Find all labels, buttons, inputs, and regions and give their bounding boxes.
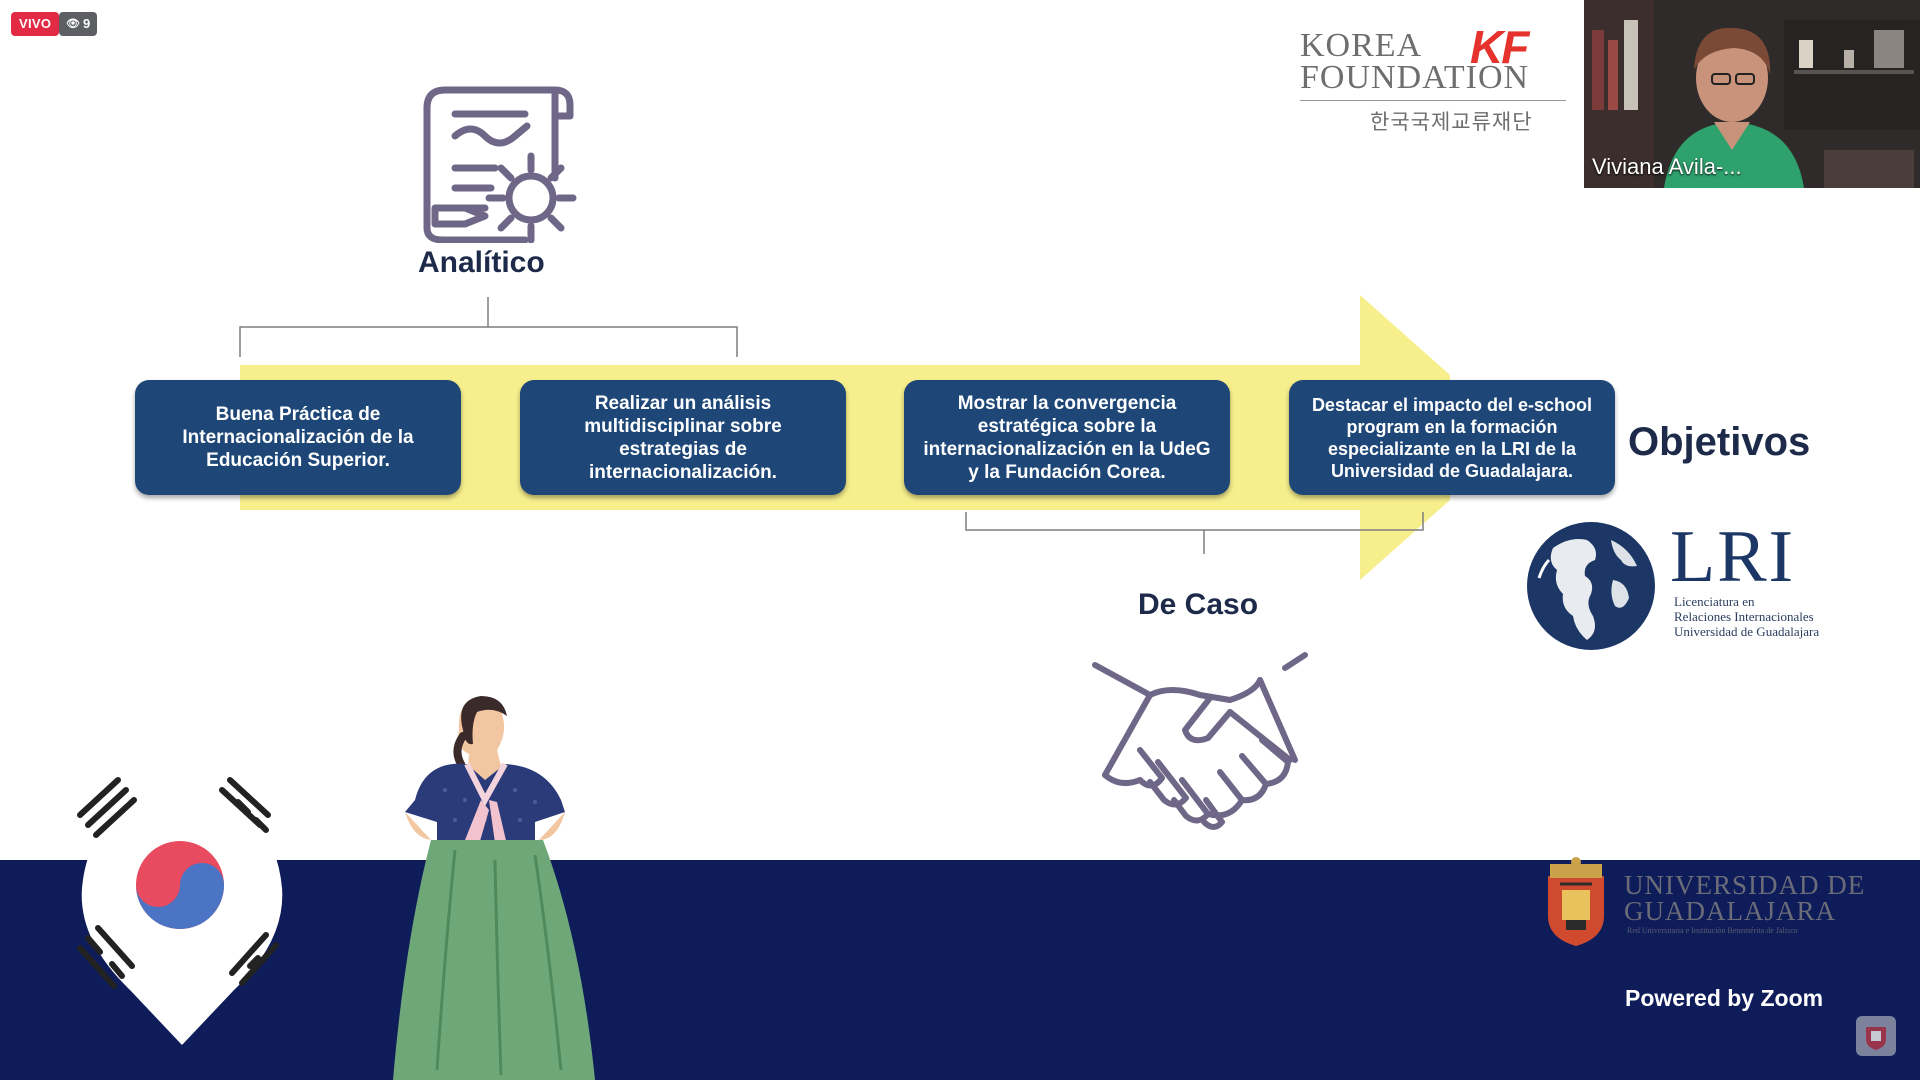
korea-foundation-logo: KOREA FOUNDATION KF 한국국제교류재단 xyxy=(1300,18,1580,138)
de-caso-bracket xyxy=(965,512,1424,554)
analitico-label: Analítico xyxy=(418,246,545,279)
kf-logo-divider xyxy=(1300,100,1566,101)
globe-icon xyxy=(1527,522,1655,650)
eye-icon: 👁 xyxy=(66,18,80,30)
viewer-count: 9 xyxy=(82,16,91,31)
korean-flag-pin-icon xyxy=(77,777,283,1045)
kf-logo-line1: KOREA xyxy=(1300,27,1423,64)
lri-subtitle-line1: Licenciatura en xyxy=(1674,594,1755,609)
objective-box-3: Mostrar la convergencia estratégica sobr… xyxy=(904,380,1230,495)
objective-box-4: Destacar el impacto del e-school program… xyxy=(1289,380,1615,495)
objective-box-2: Realizar un análisis multidisciplinar so… xyxy=(520,380,846,495)
udg-logo-line1: UNIVERSIDAD DE xyxy=(1624,870,1866,900)
handshake-icon xyxy=(1092,652,1308,830)
lri-subtitle-line3: Universidad de Guadalajara xyxy=(1674,624,1820,639)
live-badge: VIVO xyxy=(11,12,60,36)
viewer-count-badge: 👁 9 xyxy=(59,12,98,36)
kf-mark: KF xyxy=(1470,21,1529,73)
woman-hanbok-illustration xyxy=(393,696,595,1080)
udg-crest-icon xyxy=(1548,857,1604,946)
kf-logo-korean: 한국국제교류재단 xyxy=(1370,110,1533,134)
powered-by-zoom: Powered by Zoom xyxy=(1625,985,1824,1011)
lri-subtitle: Licenciatura en Relaciones Internacional… xyxy=(1674,594,1819,639)
udg-logo-line2: GUADALAJARA xyxy=(1624,896,1836,926)
objective-box-1: Buena Práctica de Internacionalización d… xyxy=(135,380,461,495)
participant-video-tile[interactable]: Viviana Avila-... xyxy=(1584,0,1920,188)
udg-tagline: Red Universitaria e Institución Beneméri… xyxy=(1627,926,1798,935)
udg-logo-text: UNIVERSIDAD DE GUADALAJARA xyxy=(1624,870,1866,926)
de-caso-label: De Caso xyxy=(1138,588,1259,621)
analitico-bracket xyxy=(239,297,738,357)
watermark-crest-icon xyxy=(1856,1016,1896,1056)
lri-title: LRI xyxy=(1670,516,1796,598)
objetivos-label: Objetivos xyxy=(1628,420,1811,464)
lri-subtitle-line2: Relaciones Internacionales xyxy=(1674,609,1814,624)
crest-icon xyxy=(1866,1027,1886,1050)
participant-name: Viviana Avila-... xyxy=(1592,154,1742,179)
kf-logo-text: KOREA FOUNDATION xyxy=(1300,27,1530,96)
participant-video xyxy=(1584,0,1920,188)
document-gear-icon xyxy=(423,86,577,243)
kf-logo-line2: FOUNDATION xyxy=(1300,59,1530,96)
